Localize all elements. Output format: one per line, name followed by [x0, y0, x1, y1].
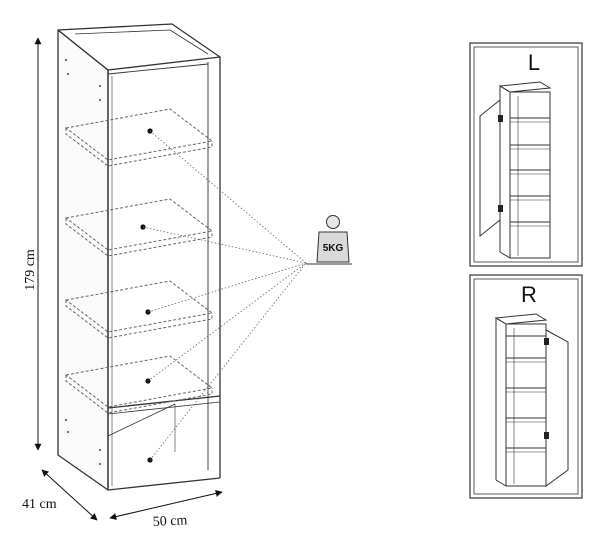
load-points — [140, 128, 153, 463]
cabinet-left-panel — [57, 29, 109, 491]
load-label: 5KG — [323, 243, 344, 254]
variant-l-hinges — [498, 115, 503, 212]
shelf-4 — [64, 355, 214, 408]
variant-l-box: L — [469, 42, 583, 267]
variant-l-cabinet — [479, 81, 552, 259]
variant-r-cabinet — [494, 313, 569, 487]
depth-label: 41 cm — [22, 497, 57, 512]
load-lines — [142, 130, 307, 461]
height-dimension: 179 cm — [23, 37, 42, 451]
variant-l-label: L — [528, 50, 540, 75]
panel-hole-marks — [65, 59, 101, 465]
width-dimension: 50 cm — [109, 490, 223, 530]
adjustable-shelves — [64, 108, 214, 414]
variant-r-hinges — [544, 338, 549, 439]
shelf-1 — [64, 108, 214, 161]
depth-dimension: 41 cm — [22, 469, 98, 521]
weight-icon: 5KG — [306, 215, 352, 265]
main-cabinet — [57, 23, 221, 491]
width-label: 50 cm — [152, 513, 187, 530]
shelf-2 — [64, 198, 214, 251]
height-label: 179 cm — [23, 249, 38, 291]
variant-r-label: R — [521, 282, 537, 307]
variant-r-box: R — [469, 274, 583, 499]
shelf-3 — [64, 280, 214, 333]
